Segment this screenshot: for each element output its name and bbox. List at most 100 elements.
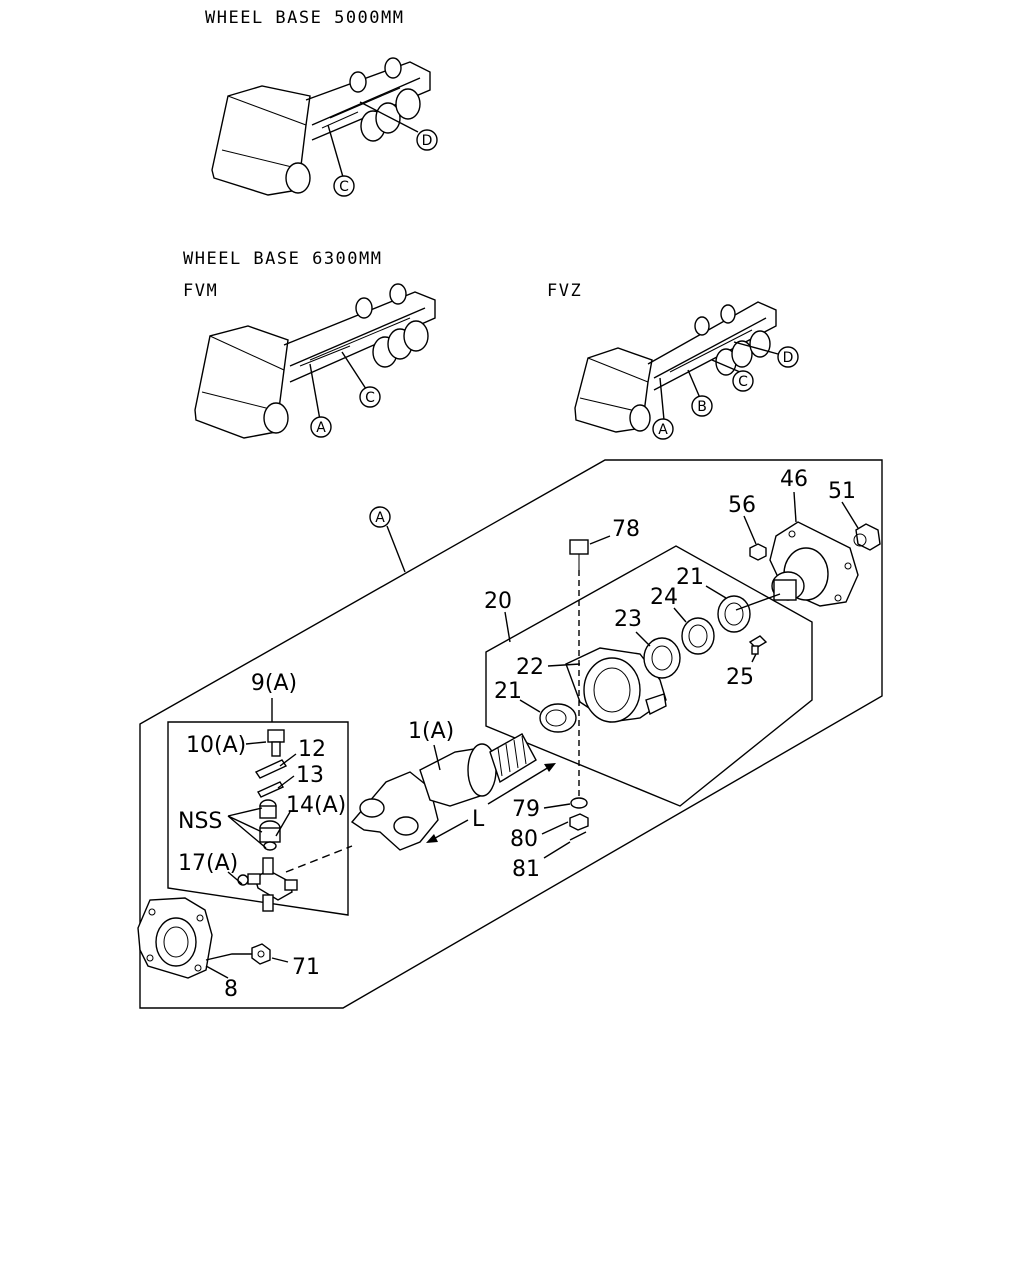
- leader-13: [277, 775, 295, 789]
- truck-illustration-fvm: [194, 283, 436, 439]
- leader-17: [227, 871, 243, 885]
- leader-56: [743, 515, 757, 545]
- label-part-81: 81: [512, 857, 540, 882]
- label-part-25: 25: [726, 665, 754, 690]
- svg-text:D: D: [783, 350, 794, 366]
- svg-text:C: C: [365, 390, 375, 406]
- bolt-78-drawing: [569, 539, 589, 570]
- label-part-20: 20: [484, 589, 512, 614]
- bearing-cup-drawing: [259, 799, 281, 851]
- svg-text:C: C: [339, 179, 349, 195]
- pin-81-drawing: [569, 831, 587, 841]
- bolt-10-drawing: [267, 729, 285, 757]
- svg-text:D: D: [422, 133, 433, 149]
- companion-flange-46-drawing: [769, 521, 859, 607]
- leader-78: [589, 535, 611, 545]
- label-part-21-lower: 21: [494, 679, 522, 704]
- label-length-l: L: [472, 807, 485, 832]
- label-part-8: 8: [224, 977, 238, 1002]
- center-bearing-subbox: [485, 545, 813, 807]
- nut-80-drawing: [569, 813, 589, 831]
- truck-illustration-wb5000: [211, 57, 431, 196]
- length-arrowhead-lower: [426, 834, 438, 843]
- callout-d-truck3: D: [777, 346, 799, 368]
- callout-d-truck1: D: [416, 129, 438, 151]
- leader-51: [841, 501, 859, 529]
- label-part-78: 78: [612, 517, 640, 542]
- svg-text:B: B: [697, 399, 707, 415]
- seal-21-upper-drawing: [717, 595, 751, 633]
- heading-wheel-base-6300: WHEEL BASE 6300MM: [183, 249, 383, 269]
- heading-wheel-base-5000: WHEEL BASE 5000MM: [205, 8, 405, 28]
- label-part-22: 22: [516, 655, 544, 680]
- leader-21-lower: [519, 699, 541, 713]
- leader-10: [245, 741, 267, 745]
- propeller-shaft-drawing: [419, 733, 537, 807]
- truck-illustration-fvz: [574, 301, 779, 433]
- lock-plate-12-drawing: [254, 759, 288, 779]
- label-part-46: 46: [780, 467, 808, 492]
- callout-b-truck3: B: [691, 395, 713, 417]
- nut-51-drawing: [853, 523, 881, 551]
- svg-text:A: A: [375, 510, 385, 526]
- nut-71-drawing: [251, 943, 271, 965]
- label-part-56: 56: [728, 493, 756, 518]
- leader-80: [541, 821, 569, 835]
- leader-46-shaft: [735, 593, 781, 611]
- seal-21-lower-drawing: [539, 703, 577, 733]
- label-part-1: 1(A): [408, 719, 454, 744]
- label-part-79: 79: [512, 797, 540, 822]
- leader-79: [543, 803, 571, 809]
- leader-20: [504, 611, 511, 643]
- heading-fvm: FVM: [183, 281, 218, 301]
- leader-22: [547, 663, 581, 667]
- nut-56-drawing: [749, 543, 767, 561]
- leader-nss: [227, 807, 267, 849]
- length-arrowhead-upper: [544, 763, 556, 772]
- leader-24: [673, 607, 687, 623]
- flange-yoke-drawing: [137, 897, 213, 979]
- bearing-23-drawing: [643, 637, 681, 679]
- leader-71: [271, 957, 289, 963]
- label-part-23: 23: [614, 607, 642, 632]
- leader-81: [543, 841, 571, 859]
- washer-79-drawing: [570, 797, 588, 809]
- universal-joint-subbox: [167, 721, 349, 916]
- universal-joint-cross-drawing: [237, 857, 298, 912]
- label-part-21-upper: 21: [676, 565, 704, 590]
- svg-text:A: A: [658, 422, 668, 438]
- leader-1: [433, 744, 441, 771]
- label-part-14: 14(A): [286, 793, 346, 818]
- label-part-80: 80: [510, 827, 538, 852]
- label-part-51: 51: [828, 479, 856, 504]
- center-bearing-housing-drawing: [565, 647, 667, 723]
- label-part-71: 71: [292, 955, 320, 980]
- leader-21-upper: [705, 585, 727, 599]
- slip-yoke-drawing: [350, 771, 439, 851]
- label-part-17: 17(A): [178, 851, 238, 876]
- assembly-axis-line: [285, 845, 353, 873]
- leader-23: [635, 631, 651, 647]
- leader-12: [279, 753, 297, 767]
- label-part-12: 12: [298, 737, 326, 762]
- label-part-10: 10(A): [186, 733, 246, 758]
- callout-c-truck1: C: [333, 175, 355, 197]
- collar-24-drawing: [681, 617, 715, 655]
- leader-46: [793, 491, 797, 523]
- callout-c-truck3: C: [732, 370, 754, 392]
- svg-text:A: A: [316, 420, 326, 436]
- label-part-9: 9(A): [251, 671, 297, 696]
- label-part-13: 13: [296, 763, 324, 788]
- leader-8: [205, 953, 260, 961]
- callout-a-truck2: A: [310, 416, 332, 438]
- leader-8b: [205, 965, 229, 979]
- label-part-24: 24: [650, 585, 678, 610]
- callout-a-group: A: [369, 506, 391, 528]
- leader-14: [275, 811, 291, 837]
- grease-nipple-25-drawing: [748, 635, 768, 655]
- washer-13-drawing: [256, 781, 285, 798]
- heading-fvz: FVZ: [547, 281, 582, 301]
- length-arrow-upper: [487, 763, 555, 805]
